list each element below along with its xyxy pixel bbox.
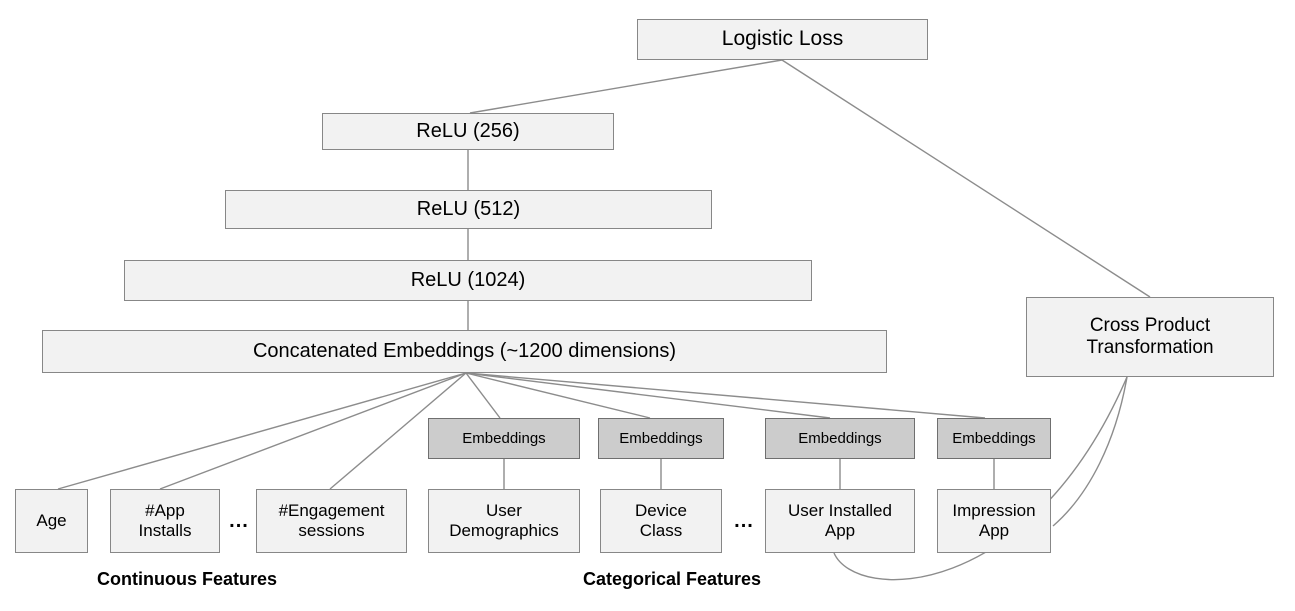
edge-concat-to-emb-1 — [465, 372, 501, 419]
node-feature-impression-app-label: Impression App — [952, 500, 1036, 540]
node-concatenated-embeddings-label: Concatenated Embeddings (~1200 dimension… — [252, 339, 677, 362]
ellipsis-categorical: ... — [726, 500, 762, 542]
node-feature-device-class-label: Device Class — [635, 500, 687, 540]
edge-concat-to-emb-3 — [465, 372, 831, 419]
node-relu-1024: ReLU (1024) — [124, 260, 812, 301]
node-embeddings-3-label: Embeddings — [798, 429, 882, 447]
ellipsis-continuous-label: ... — [229, 509, 249, 532]
node-logistic-loss-label: Logistic Loss — [721, 27, 844, 51]
node-embeddings-1-label: Embeddings — [462, 429, 546, 447]
node-feature-engagement-sessions: #Engagement sessions — [256, 489, 407, 553]
node-feature-age: Age — [15, 489, 88, 553]
edge-concat-to-emb-4 — [465, 372, 986, 419]
edge-concat-to-emb-2 — [465, 372, 651, 419]
node-embeddings-3: Embeddings — [765, 418, 915, 459]
node-feature-impression-app: Impression App — [937, 489, 1051, 553]
edge-impression-to-crossproduct — [1052, 376, 1128, 527]
node-embeddings-2: Embeddings — [598, 418, 724, 459]
node-embeddings-1: Embeddings — [428, 418, 580, 459]
node-embeddings-4: Embeddings — [937, 418, 1051, 459]
node-relu-1024-label: ReLU (1024) — [410, 268, 526, 291]
edge-loss-to-crossproduct — [781, 59, 1151, 298]
node-feature-user-installed-app-label: User Installed App — [788, 500, 892, 540]
node-embeddings-4-label: Embeddings — [952, 429, 1036, 447]
node-feature-app-installs-label: #App Installs — [138, 500, 192, 540]
edge-concat-to-app-installs — [159, 372, 467, 490]
node-feature-user-demographics-label: User Demographics — [449, 500, 559, 540]
edge-loss-to-relu256 — [469, 59, 783, 114]
caption-continuous-features: Continuous Features — [97, 569, 278, 589]
node-cross-product-transformation-label: Cross Product Transformation — [1086, 314, 1214, 358]
edge-concat-to-age — [57, 372, 467, 490]
node-relu-256: ReLU (256) — [322, 113, 614, 150]
node-relu-512-label: ReLU (512) — [416, 197, 521, 220]
node-logistic-loss: Logistic Loss — [637, 19, 928, 60]
node-feature-age-label: Age — [36, 510, 67, 530]
ellipsis-continuous: ... — [224, 500, 254, 542]
node-relu-256-label: ReLU (256) — [416, 119, 520, 142]
ellipsis-categorical-label: ... — [734, 509, 754, 532]
node-relu-512: ReLU (512) — [225, 190, 712, 229]
node-embeddings-2-label: Embeddings — [619, 429, 703, 447]
node-feature-device-class: Device Class — [600, 489, 722, 553]
node-feature-user-installed-app: User Installed App — [765, 489, 915, 553]
caption-categorical-features: Categorical Features — [583, 569, 762, 589]
node-feature-app-installs: #App Installs — [110, 489, 220, 553]
node-concatenated-embeddings: Concatenated Embeddings (~1200 dimension… — [42, 330, 887, 373]
node-cross-product-transformation: Cross Product Transformation — [1026, 297, 1274, 377]
node-feature-engagement-sessions-label: #Engagement sessions — [278, 500, 385, 540]
node-feature-user-demographics: User Demographics — [428, 489, 580, 553]
